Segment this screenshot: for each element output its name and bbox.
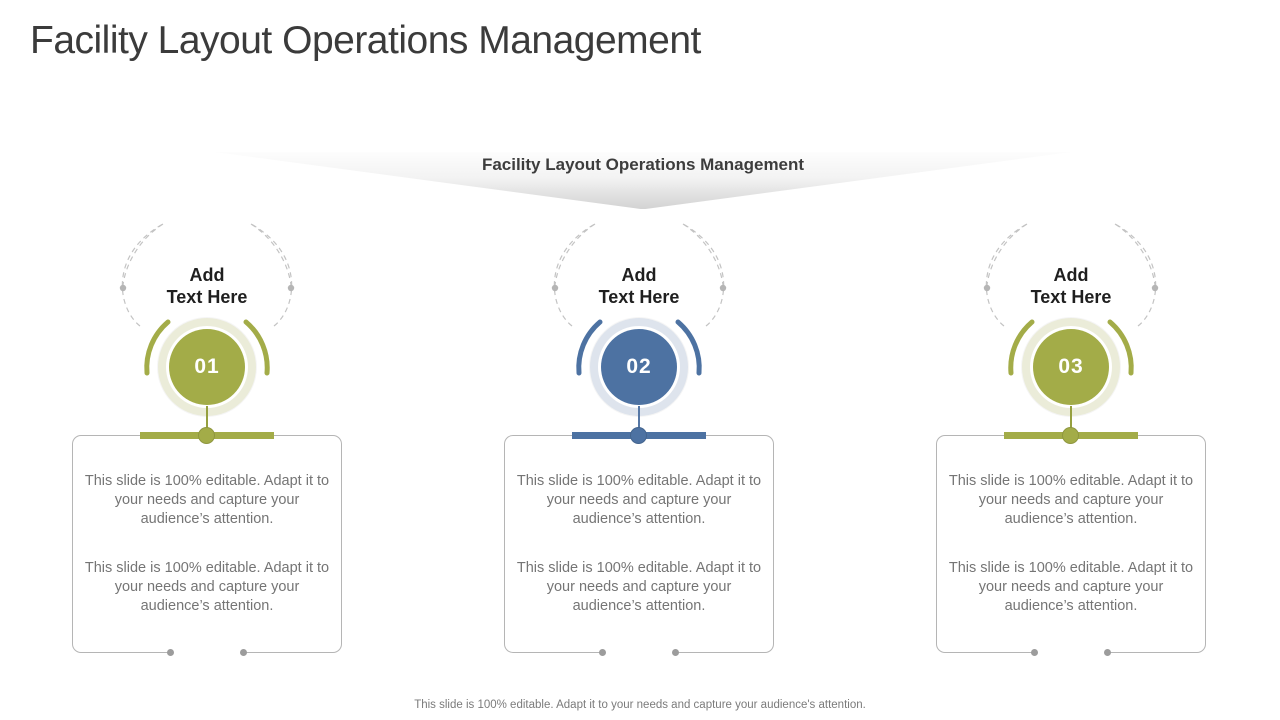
dashed-arc-decoration	[119, 223, 295, 376]
step-column-3: Add Text Here 03 This slide is 100% edit…	[936, 212, 1206, 657]
footer-note: This slide is 100% editable. Adapt it to…	[414, 699, 866, 711]
add-text-line1: Add	[1053, 265, 1089, 285]
connector-line	[638, 406, 640, 435]
box-bottom-gap	[1035, 651, 1107, 655]
box-bottom-gap	[603, 651, 675, 655]
box-bottom-gap	[171, 651, 243, 655]
step-column-1: Add Text Here 01 This slide is 100% edit…	[72, 212, 342, 657]
page-title: Facility Layout Operations Management	[30, 19, 701, 62]
box-bottom-dot-left	[599, 649, 606, 656]
add-text-placeholder: Add Text Here	[72, 264, 342, 308]
add-text-line2: Text Here	[598, 287, 680, 307]
connector-line	[1070, 406, 1072, 435]
banner-title: Facility Layout Operations Management	[481, 155, 805, 174]
accent-bar-dot	[630, 427, 647, 444]
text-box: This slide is 100% editable. Adapt it to…	[504, 435, 774, 653]
step-number-badge: 02	[601, 329, 677, 405]
body-paragraph: This slide is 100% editable. Adapt it to…	[948, 560, 1194, 614]
box-bottom-dot-left	[1031, 649, 1038, 656]
add-text-line1: Add	[189, 265, 225, 285]
add-text-placeholder: Add Text Here	[936, 264, 1206, 308]
body-paragraph: This slide is 100% editable. Adapt it to…	[516, 560, 762, 614]
text-box: This slide is 100% editable. Adapt it to…	[936, 435, 1206, 653]
box-bottom-dot-right	[1104, 649, 1111, 656]
dashed-arc-decoration	[983, 223, 1159, 376]
step-number: 03	[1058, 355, 1084, 378]
body-paragraph: This slide is 100% editable. Adapt it to…	[84, 560, 330, 614]
connector-line	[206, 406, 208, 435]
add-text-line2: Text Here	[166, 287, 248, 307]
add-text-line2: Text Here	[1030, 287, 1112, 307]
box-bottom-dot-right	[240, 649, 247, 656]
body-paragraph: This slide is 100% editable. Adapt it to…	[516, 473, 762, 527]
body-paragraph: This slide is 100% editable. Adapt it to…	[84, 473, 330, 527]
accent-bar-dot	[198, 427, 215, 444]
box-bottom-dot-right	[672, 649, 679, 656]
text-box: This slide is 100% editable. Adapt it to…	[72, 435, 342, 653]
body-paragraph: This slide is 100% editable. Adapt it to…	[948, 473, 1194, 527]
step-number: 02	[626, 355, 652, 378]
box-bottom-dot-left	[167, 649, 174, 656]
add-text-placeholder: Add Text Here	[504, 264, 774, 308]
step-number-badge: 03	[1033, 329, 1109, 405]
step-number-badge: 01	[169, 329, 245, 405]
accent-bar-dot	[1062, 427, 1079, 444]
add-text-line1: Add	[621, 265, 657, 285]
dashed-arc-decoration	[551, 223, 727, 376]
step-number: 01	[194, 355, 220, 378]
step-column-2: Add Text Here 02 This slide is 100% edit…	[504, 212, 774, 657]
